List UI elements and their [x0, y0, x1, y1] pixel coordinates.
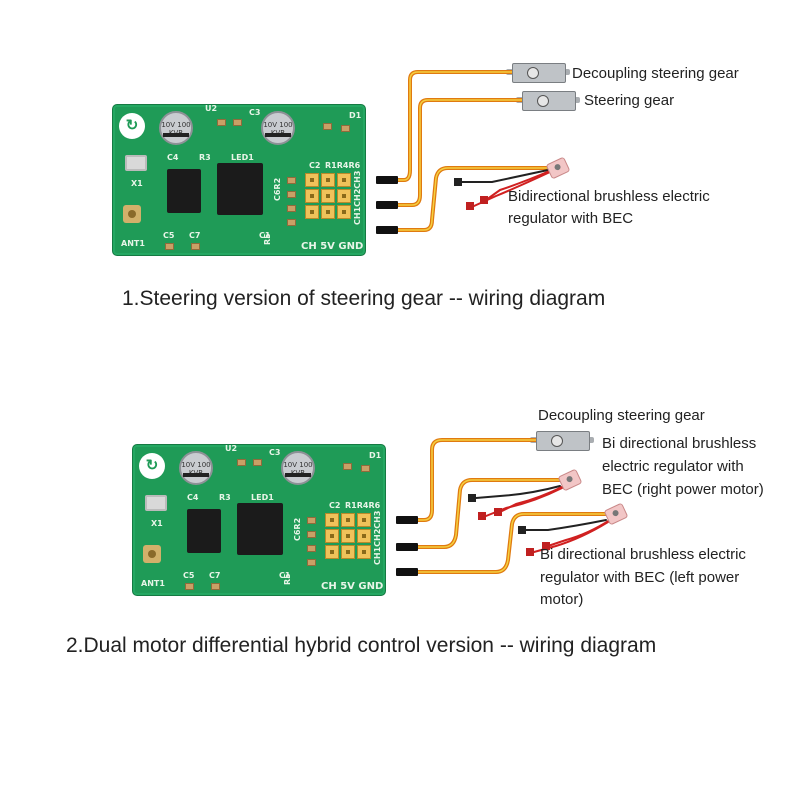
crystal-oscillator: [145, 495, 167, 511]
plug-ch2: [396, 543, 418, 551]
plug-ch1: [376, 176, 398, 184]
esc-lead-red-1: [473, 171, 551, 207]
caption-diagram-1: 1.Steering version of steering gear -- w…: [122, 287, 606, 310]
chip-left: [184, 509, 224, 553]
plug-ch2: [376, 201, 398, 209]
label-c7: C7: [209, 571, 221, 580]
steering-servo: [516, 91, 580, 111]
esc-lead-black: [461, 169, 549, 183]
label-c2: C2: [329, 501, 341, 510]
label-c5: C5: [163, 231, 175, 240]
decoupling-servo: [530, 431, 594, 451]
label-c7: C7: [189, 231, 201, 240]
label-x1: X1: [151, 519, 163, 528]
wires-diagram-2: [416, 438, 611, 574]
receiver-board-2: ↻ U2 C3 D1 10V 100 KVR 10V 100 KVR C4 R3…: [132, 444, 386, 596]
label-ant1: ANT1: [141, 579, 165, 588]
chip-left: [164, 169, 204, 213]
label-esc-line1: Bidirectional brushless electric: [508, 188, 710, 205]
wire-decoupling: [396, 70, 514, 182]
capacitor-left: 10V 100 KVR: [159, 111, 193, 145]
servo-header[interactable]: [305, 173, 351, 219]
antenna-connector: [123, 205, 141, 223]
label-c9r7c8r5: R5: [283, 573, 292, 585]
caption-diagram-2: 2.Dual motor differential hybrid control…: [66, 634, 657, 657]
label-right-esc-line1: Bi directional brushless: [602, 435, 757, 452]
label-decoupling-steering-gear: Decoupling steering gear: [572, 65, 739, 82]
plug-ch1: [396, 516, 418, 524]
capacitor-right: 10V 100 KVR: [261, 111, 295, 145]
label-r1r4r6: R1R4R6: [345, 501, 381, 510]
label-header-row: CH 5V GND: [321, 581, 384, 592]
label-led1: LED1: [251, 493, 274, 502]
label-channels: CH1CH2CH3: [373, 510, 382, 565]
decoupling-servo: [506, 63, 570, 83]
servo-header[interactable]: [325, 513, 371, 559]
label-c2: C2: [309, 161, 321, 170]
label-r3: R3: [219, 493, 231, 502]
label-c4: C4: [167, 153, 179, 162]
label-c6r2: C6R2: [273, 177, 282, 201]
label-c9r7c8r5: R5: [263, 233, 272, 245]
label-right-esc-line3: BEC (right power motor): [602, 481, 764, 498]
label-left-esc-line2: regulator with BEC (left power: [540, 569, 740, 586]
label-c1: C1: [259, 231, 271, 240]
chip-main: [234, 503, 286, 555]
label-c6r2: C6R2: [293, 517, 302, 541]
label-ant1: ANT1: [121, 239, 145, 248]
receiver-board: ↻ U2 C3 D1 10V 100 KVR 10V 100 KVR C4 R3…: [112, 104, 366, 256]
label-c5: C5: [183, 571, 195, 580]
label-u2: U2: [225, 444, 238, 453]
label-d1: D1: [369, 451, 382, 460]
chip-main: [214, 163, 266, 215]
label-r3: R3: [199, 153, 211, 162]
label-left-esc-line3: motor): [540, 591, 584, 608]
wiring-diagram-2: ↻ U2 C3 D1 10V 100 KVR 10V 100 KVR C4 R3…: [0, 390, 800, 690]
label-d1: D1: [349, 111, 362, 120]
label-c3: C3: [249, 108, 261, 117]
label-u2: U2: [205, 104, 218, 113]
plug-ch3: [376, 226, 398, 234]
capacitor-right: 10V 100 KVR: [281, 451, 315, 485]
esc-lead-red-2: [485, 169, 553, 201]
board-logo-icon: ↻: [139, 453, 165, 479]
label-c3: C3: [269, 448, 281, 457]
label-x1: X1: [131, 179, 143, 188]
label-right-esc-line2: electric regulator with: [602, 458, 744, 475]
capacitor-left: 10V 100 KVR: [179, 451, 213, 485]
label-esc-line2: regulator with BEC: [508, 210, 634, 227]
antenna-connector: [143, 545, 161, 563]
label-steering-gear: Steering gear: [584, 92, 675, 109]
label-c4: C4: [187, 493, 199, 502]
wiring-diagram-1: ↻ U2 C3 D1 10V 100 KVR 10V 100 KVR C4 R3…: [0, 0, 800, 330]
board-logo-icon: ↻: [119, 113, 145, 139]
label-left-esc-line1: Bi directional brushless electric: [540, 546, 746, 563]
label-led1: LED1: [231, 153, 254, 162]
wires-diagram-1: [396, 70, 554, 232]
label-decoupling-steering-gear: Decoupling steering gear: [538, 407, 705, 424]
crystal-oscillator: [125, 155, 147, 171]
label-header-row: CH 5V GND: [301, 241, 364, 252]
label-channels: CH1CH2CH3: [353, 170, 362, 225]
plug-ch3: [396, 568, 418, 576]
label-c1: C1: [279, 571, 291, 580]
label-r1r4r6: R1R4R6: [325, 161, 361, 170]
